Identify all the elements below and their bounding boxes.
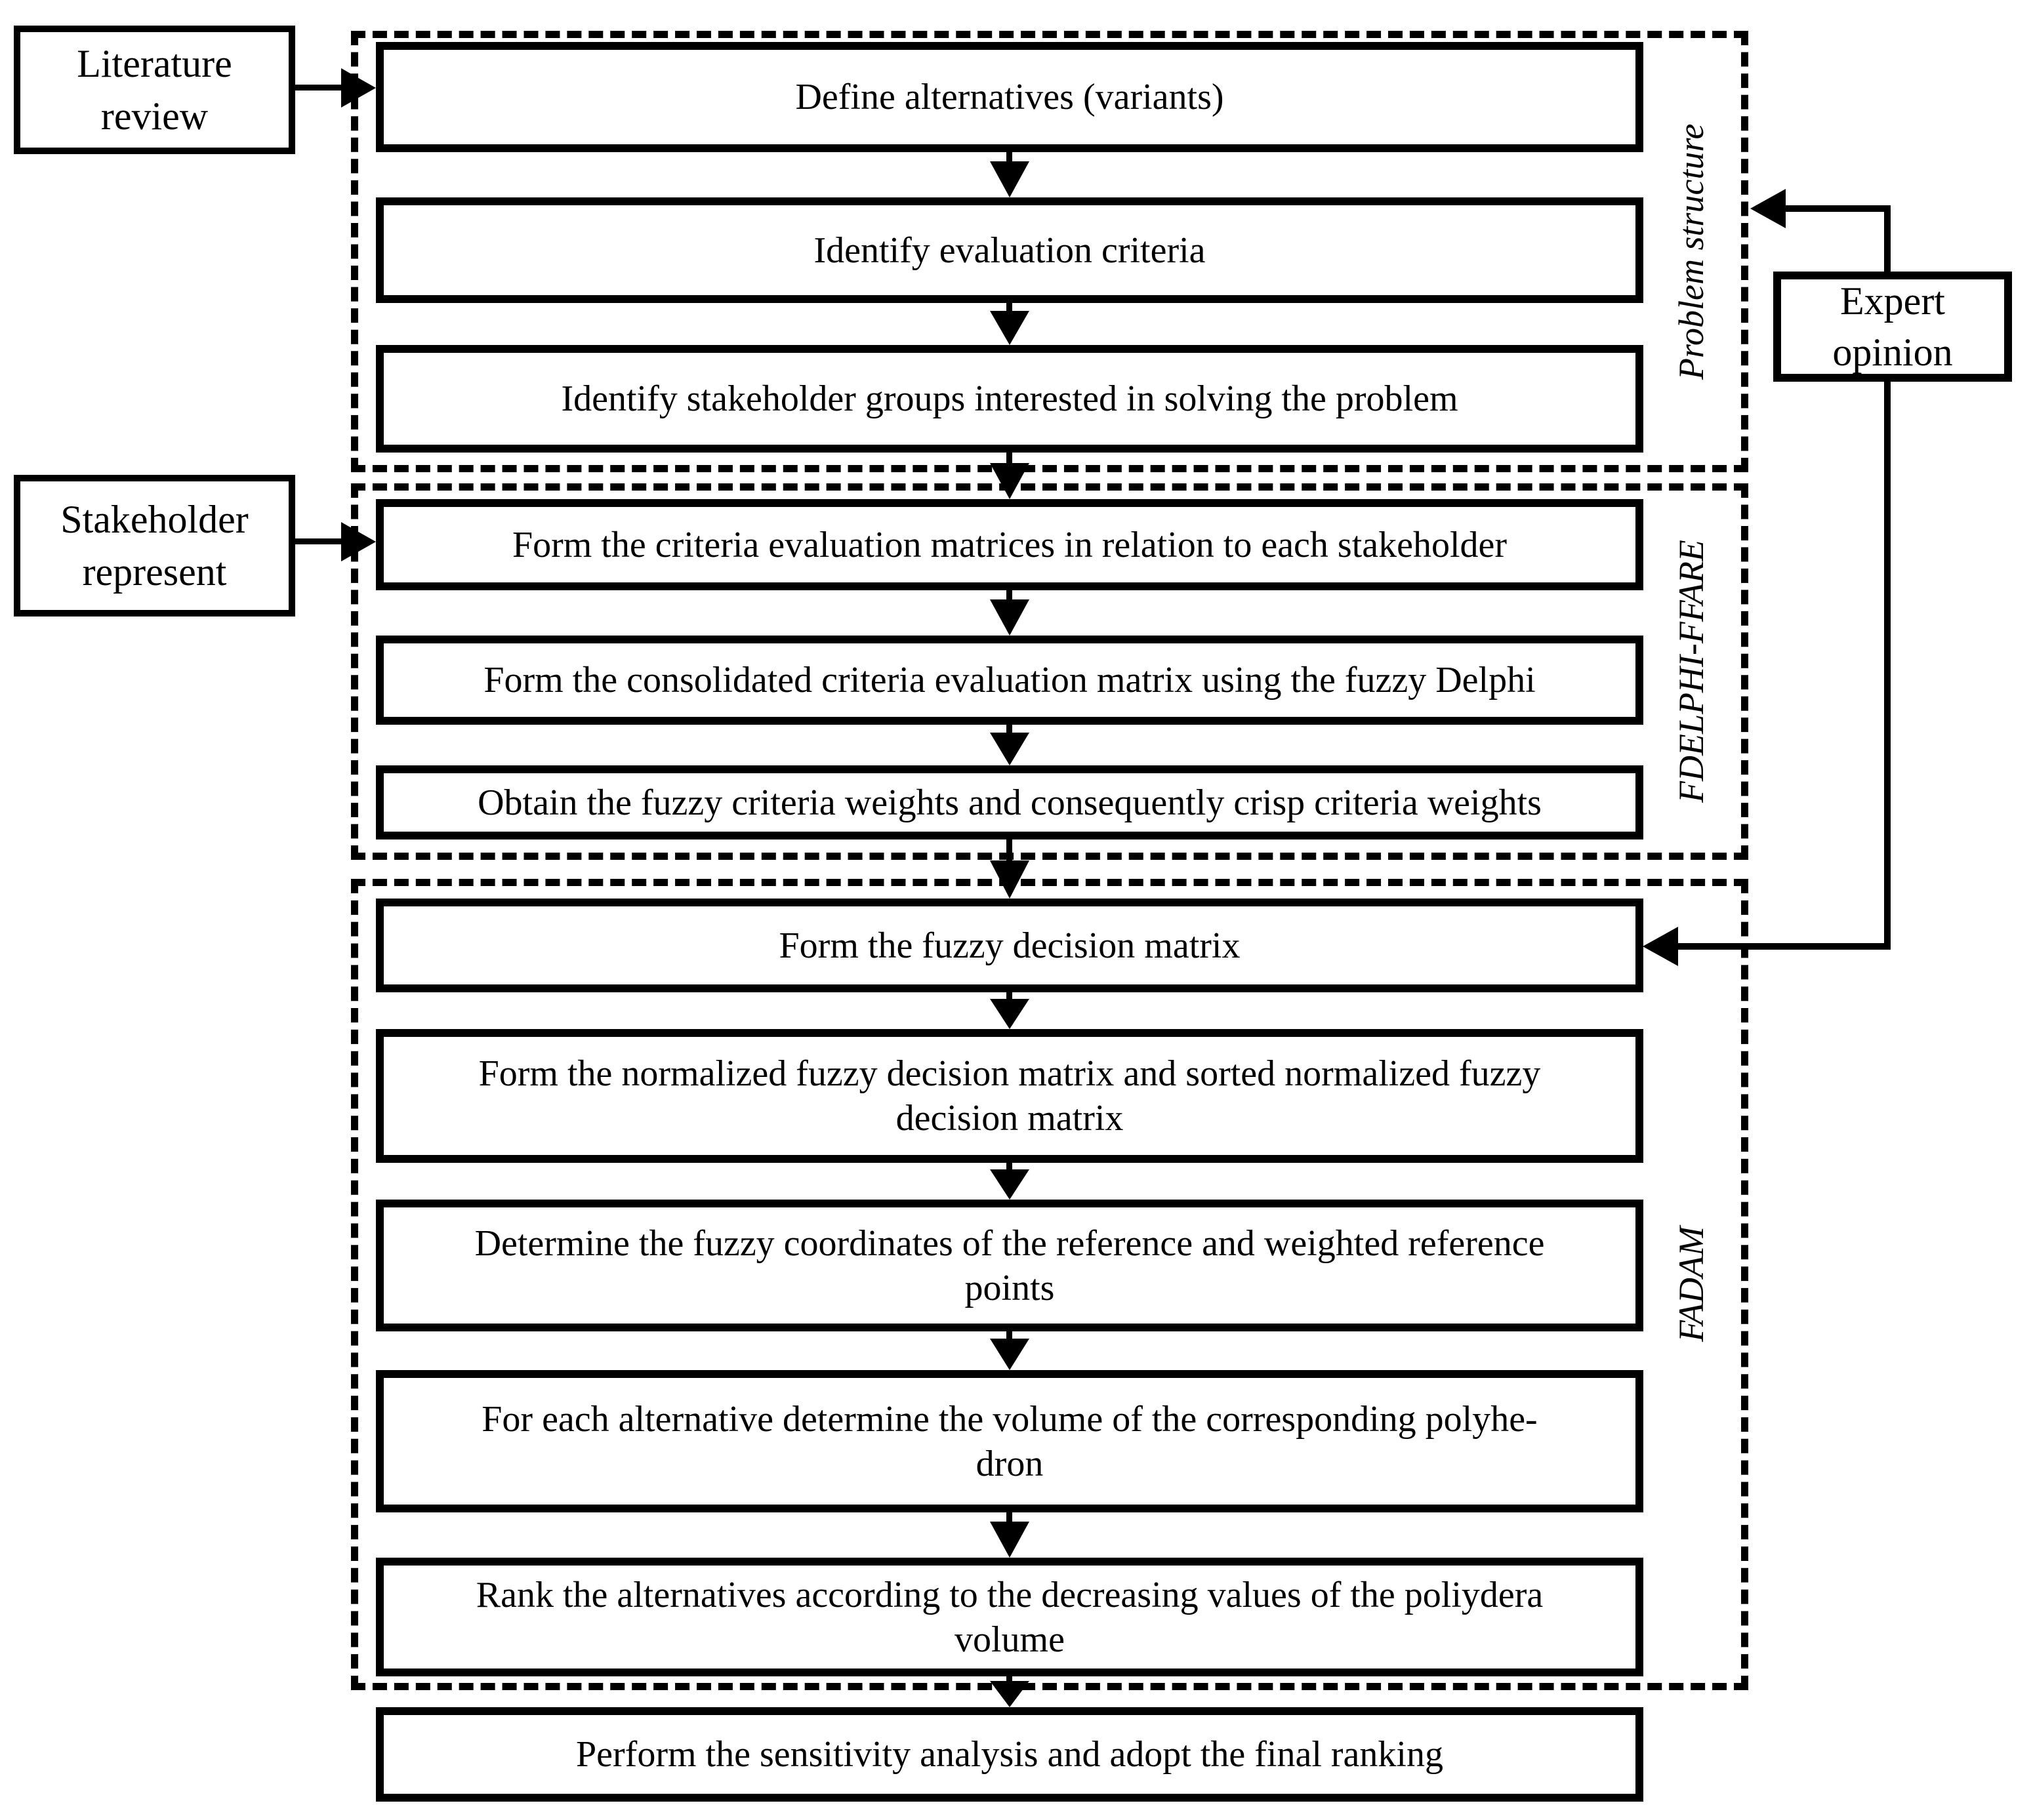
step-text: Define alternatives (variants) (795, 77, 1224, 117)
step-text: decision matrix (895, 1098, 1124, 1139)
step-text: Identify stakeholder groups interested i… (561, 378, 1458, 419)
flow-arrow-shaft (1006, 152, 1012, 161)
step-box-criteria-matrices: Form the criteria evaluation matrices in… (376, 499, 1643, 590)
step-text: Determine the fuzzy coordinates of the r… (474, 1223, 1545, 1264)
step-box-identify-criteria: Identify evaluation criteria (376, 197, 1643, 303)
arrow-down-icon (990, 1339, 1029, 1370)
arrow-down-icon (990, 161, 1029, 197)
arrow-left-icon (1750, 189, 1786, 228)
group-problem-structure: Problem structure (351, 31, 1748, 472)
literature-arrow-shaft (295, 85, 342, 91)
step-box-consolidated-matrix: Form the consolidated criteria evaluatio… (376, 636, 1643, 725)
arrow-down-icon (990, 1681, 1029, 1707)
arrow-left-icon (1643, 927, 1678, 966)
expert-arrow-bottom-horizontal (1678, 943, 1891, 950)
expert-arrow-top-horizontal (1786, 205, 1891, 212)
stakeholder-represent-text: Stakeholder (60, 498, 249, 541)
flow-arrow-shaft (1006, 590, 1012, 599)
expert-opinion-text: Expert (1840, 279, 1945, 323)
step-box-define-alternatives: Define alternatives (variants) (376, 42, 1643, 152)
step-text: Form the fuzzy decision matrix (779, 925, 1241, 966)
step-text: Form the consolidated criteria evaluatio… (483, 660, 1536, 700)
arrow-down-icon (990, 733, 1029, 765)
flow-arrow-shaft (1006, 453, 1012, 463)
arrow-right-icon (341, 522, 376, 561)
arrow-down-icon (990, 599, 1029, 636)
step-text: Rank the alternatives according to the d… (476, 1574, 1544, 1615)
step-text: points (964, 1267, 1055, 1308)
arrow-right-icon (341, 68, 376, 108)
step-text: dron (975, 1443, 1044, 1484)
arrow-down-icon (990, 1169, 1029, 1200)
step-box-fuzzy-weights: Obtain the fuzzy criteria weights and co… (376, 765, 1643, 839)
step-text: Form the criteria evaluation matrices in… (512, 524, 1508, 565)
group-label-problem-structure: Problem structure (1672, 123, 1711, 380)
step-text: volume (955, 1619, 1065, 1660)
step-text: For each alternative determine the volum… (482, 1398, 1538, 1440)
arrow-down-icon (990, 1522, 1029, 1558)
expert-opinion-box: Expert opinion (1773, 272, 2012, 382)
literature-review-text: review (100, 94, 209, 138)
step-box-normalized-matrix: Form the normalized fuzzy decision matri… (376, 1029, 1643, 1163)
stakeholder-arrow-shaft (295, 538, 342, 544)
literature-review-text: Literature (77, 42, 232, 85)
step-box-sensitivity-analysis: Perform the sensitivity analysis and ado… (376, 1707, 1643, 1802)
literature-review-box: Literature review (14, 26, 295, 154)
group-label-fdelphi-ffare: FDELPHI-FFARE (1672, 540, 1711, 803)
step-box-fuzzy-decision-matrix: Form the fuzzy decision matrix (376, 899, 1643, 992)
expert-arrow-top-vertical (1884, 209, 1891, 272)
step-text: Form the normalized fuzzy decision matri… (478, 1053, 1541, 1094)
step-box-identify-stakeholders: Identify stakeholder groups interested i… (376, 345, 1643, 453)
flow-arrow-shaft (1006, 1331, 1012, 1339)
expert-arrow-bottom-vertical (1884, 382, 1891, 946)
step-box-fuzzy-coordinates: Determine the fuzzy coordinates of the r… (376, 1200, 1643, 1331)
group-label-fadam: FADAM (1672, 1226, 1711, 1343)
stakeholder-represent-box: Stakeholder represent (14, 475, 295, 617)
arrow-down-icon (990, 999, 1029, 1029)
flow-arrow-shaft (1006, 1163, 1012, 1169)
stakeholder-represent-text: represent (82, 550, 227, 594)
step-box-rank-alternatives: Rank the alternatives according to the d… (376, 1558, 1643, 1676)
group-fdelphi-ffare: FDELPHI-FFARE (351, 483, 1748, 860)
arrow-down-icon (990, 311, 1029, 345)
flow-arrow-shaft (1006, 1676, 1012, 1681)
flow-arrow-shaft (1006, 1512, 1012, 1522)
step-text: Identify evaluation criteria (813, 230, 1206, 271)
flow-arrow-shaft (1006, 725, 1012, 733)
group-fadam: FADAM (351, 879, 1748, 1690)
step-text: Obtain the fuzzy criteria weights and co… (478, 782, 1542, 823)
flow-arrow-shaft (1006, 839, 1012, 860)
step-text: Perform the sensitivity analysis and ado… (576, 1734, 1443, 1775)
flow-arrow-shaft (1006, 992, 1012, 999)
arrow-down-icon (990, 463, 1029, 499)
arrow-down-icon (990, 860, 1029, 899)
step-box-polyhedron-volume: For each alternative determine the volum… (376, 1370, 1643, 1512)
flow-arrow-shaft (1006, 303, 1012, 311)
expert-opinion-text: opinion (1832, 331, 1953, 374)
